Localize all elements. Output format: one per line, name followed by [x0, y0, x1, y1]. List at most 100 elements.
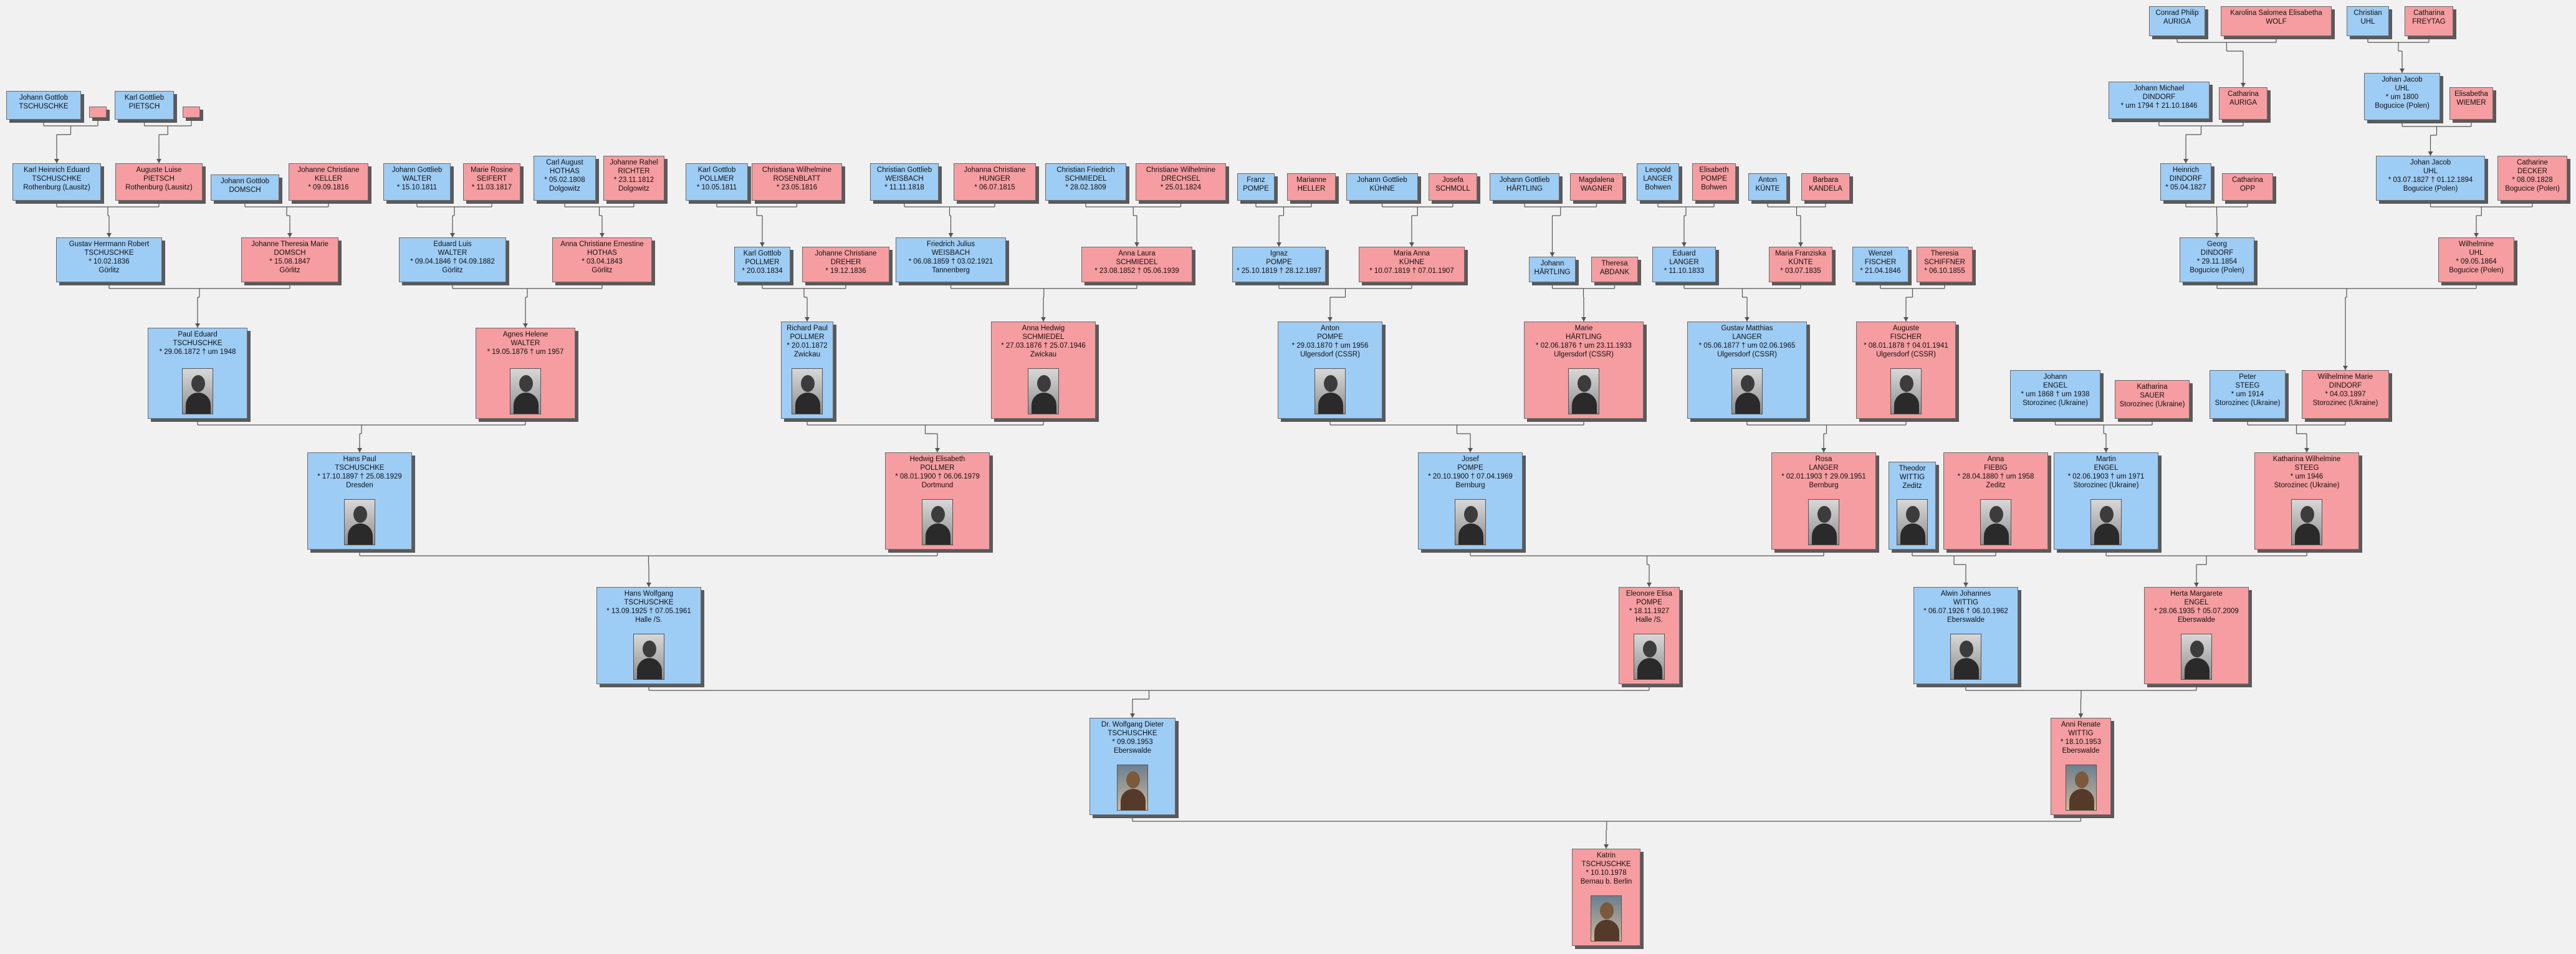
- person-detail: Rothenburg (Lausitz): [125, 184, 193, 191]
- person-surname: DINDORF: [2329, 382, 2362, 389]
- person-box-unknown-f1[interactable]: [89, 107, 107, 118]
- connector-arrow: [1134, 242, 1139, 247]
- portrait-photo: [2090, 499, 2122, 545]
- person-surname: PIETSCH: [143, 175, 175, 183]
- person-surname: KANDELA: [1809, 185, 1842, 193]
- person-surname: TSCHUSCHKE: [1108, 730, 1157, 737]
- person-given-name: Marie Rosine: [471, 166, 513, 174]
- person-surname: WITTIG: [2068, 730, 2094, 737]
- person-box-unknown-f2[interactable]: [183, 107, 200, 118]
- person-detail: * 23.05.1816: [776, 184, 818, 191]
- person-detail: Rothenburg (Lausitz): [23, 184, 90, 191]
- person-given-name: Karl Gottlob: [697, 166, 736, 174]
- person-given-name: Johanne Rahel: [610, 159, 658, 166]
- person-surname: HÄRTLING: [1506, 185, 1543, 193]
- person-surname: WIEMER: [2456, 99, 2486, 107]
